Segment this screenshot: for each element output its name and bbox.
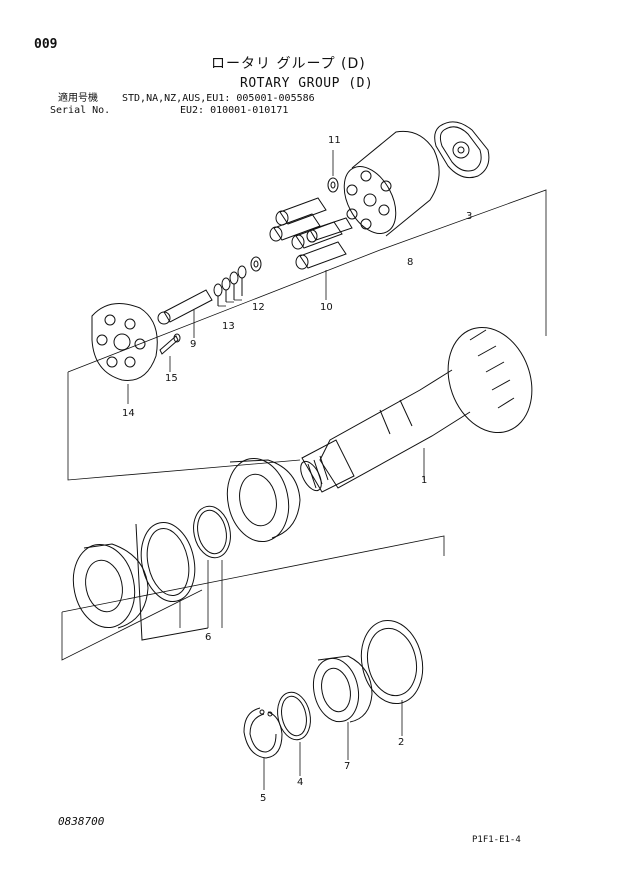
part-14-retainer-plate	[91, 303, 158, 404]
callout-4: 4	[297, 777, 304, 788]
page-number: 009	[34, 37, 58, 52]
callout-13: 13	[222, 321, 235, 332]
part-1-drive-shaft	[300, 326, 533, 493]
part-6-rings	[135, 505, 231, 641]
serial-label-japanese: 適用号機	[58, 93, 98, 104]
part-13-rings	[213, 265, 247, 307]
title-japanese: ロータリ グループ (D)	[211, 56, 366, 72]
document-code: 0838700	[58, 815, 105, 828]
callout-14: 14	[122, 408, 135, 419]
part-5-snap-ring	[243, 707, 283, 790]
part-15-bolt	[159, 333, 181, 372]
part-4-ring	[277, 691, 311, 776]
callout-6: 6	[205, 632, 212, 643]
part-12-washer	[250, 256, 262, 272]
bearing-lower	[72, 543, 149, 629]
title-english: ROTARY GROUP (D)	[240, 76, 374, 91]
callout-10: 10	[320, 302, 333, 313]
group-outline-lines	[61, 189, 547, 661]
serial-label-english: Serial No.	[50, 105, 111, 116]
part-3-valve-plate	[434, 121, 490, 179]
part-10-pistons	[269, 197, 353, 300]
page-code: P1F1-E1-4	[472, 835, 521, 845]
callout-9: 9	[190, 339, 197, 350]
part-8-cylinder-block	[343, 130, 440, 237]
callout-3: 3	[466, 211, 473, 222]
callout-5: 5	[260, 793, 267, 804]
callout-1: 1	[421, 475, 428, 486]
callout-11: 11	[328, 135, 341, 146]
serial-range-1: STD,NA,NZ,AUS,EU1: 005001-005586	[122, 93, 315, 104]
bearing-upper	[226, 457, 301, 543]
part-11-washer	[327, 150, 339, 193]
callout-7: 7	[344, 761, 351, 772]
part-7-bearing	[312, 655, 373, 760]
callout-8: 8	[407, 257, 414, 268]
callout-12: 12	[252, 302, 265, 313]
callout-2: 2	[398, 737, 405, 748]
part-2-shim	[360, 619, 424, 736]
serial-range-2: EU2: 010001-010171	[180, 105, 289, 116]
callout-15: 15	[165, 373, 178, 384]
part-9-center-pin	[157, 289, 213, 338]
